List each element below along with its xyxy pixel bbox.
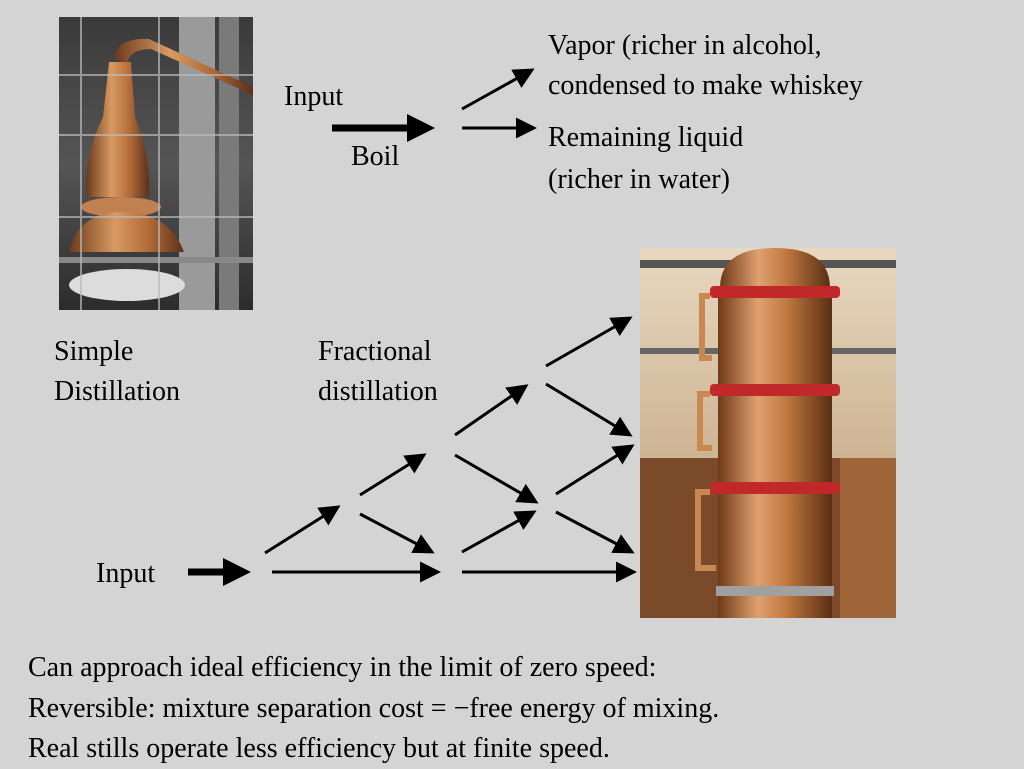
note-line3: Real stills operate less efficiency but … [28,733,610,764]
boil-label: Boil [351,141,400,172]
fractional-caption-line2: distillation [318,376,438,407]
column-still-photo [640,248,896,618]
vapor-arrow [461,68,535,111]
simple-caption-line2: Distillation [54,376,180,407]
vapor-label-line1: Vapor (richer in alcohol, [548,30,822,61]
note-line1: Can approach ideal efficiency in the lim… [28,652,657,683]
fractional-input-label: Input [96,558,156,589]
vapor-label-line2: condensed to make whiskey [548,70,863,101]
simple-input-label: Input [284,81,344,112]
pot-still-photo [59,17,253,310]
liquid-label-line1: Remaining liquid [548,122,744,153]
fractional-network [264,316,637,583]
fractional-caption-line1: Fractional [318,336,432,367]
note-line2: Reversible: mixture separation cost = −f… [28,693,720,724]
liquid-label-line2: (richer in water) [548,164,730,195]
simple-caption-line1: Simple [54,336,134,367]
